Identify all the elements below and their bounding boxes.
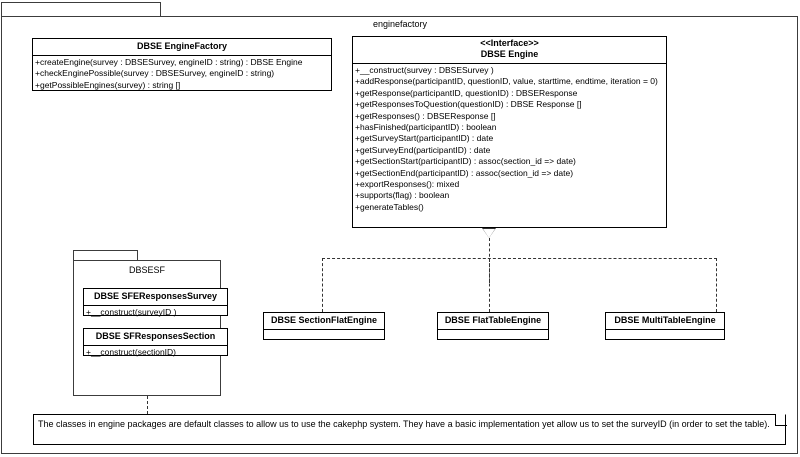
realization-drop-multitable (716, 258, 717, 312)
enginefactory-package-tab (1, 2, 161, 17)
realization-bus (322, 258, 717, 259)
realization-drop-flattable (489, 258, 490, 312)
operation-generatetables: +generateTables() (355, 201, 424, 212)
class-dbse-engine-stereotype: <<Interface>> (480, 38, 539, 48)
class-dbse-sfresponsessection-operations: +__construct(sectionID) (84, 346, 227, 360)
enginefactory-package-label: enginefactory (372, 19, 428, 29)
operation-construct-sectionid: +__construct(sectionID) (86, 347, 176, 357)
operation-exportresponses: +exportResponses(): mixed (355, 179, 460, 190)
operation-getsurveyend: +getSurveyEnd(participantID) : date (355, 144, 491, 155)
operation-createengine: +createEngine(survey : DBSESurvey, engin… (35, 57, 303, 67)
class-dbse-sectionflatengine[interactable]: DBSE SectionFlatEngine (263, 312, 385, 340)
operation-hasfinished: +hasFinished(participantID) : boolean (355, 122, 497, 133)
operation-construct: +__construct(survey : DBSESurvey ) (355, 65, 494, 75)
class-dbse-engine-operations: +__construct(survey : DBSESurvey ) +addR… (353, 64, 666, 215)
class-dbse-multitableengine-name: DBSE MultiTableEngine (606, 313, 724, 330)
note-fold-edge (775, 414, 776, 426)
diagram-note: The classes in engine packages are defau… (33, 414, 786, 445)
class-dbse-flattableengine[interactable]: DBSE FlatTableEngine (437, 312, 549, 340)
class-dbse-enginefactory[interactable]: DBSE EngineFactory +createEngine(survey … (32, 38, 332, 91)
class-dbse-sectionflatengine-name: DBSE SectionFlatEngine (264, 313, 384, 330)
operation-getresponse: +getResponse(participantID, questionID) … (355, 87, 578, 98)
class-dbse-engine-name: <<Interface>> DBSE Engine (353, 37, 666, 64)
note-anchor-line (147, 396, 148, 414)
operation-construct-surveyid: +__construct(surveyID ) (86, 307, 177, 317)
class-dbse-enginefactory-operations: +createEngine(survey : DBSESurvey, engin… (33, 56, 331, 93)
class-dbse-sfresponsessection[interactable]: DBSE SFResponsesSection +__construct(sec… (83, 328, 228, 357)
class-dbse-sectionflatengine-operations (264, 330, 384, 353)
operation-getresponsestoquestion: +getResponsesToQuestion(questionID) : DB… (355, 99, 582, 110)
operation-checkenginepossible: +checkEnginePossible(survey : DBSESurvey… (35, 68, 275, 79)
enginefactory-package-frame (1, 16, 798, 454)
class-dbse-multitableengine-operations (606, 330, 724, 353)
class-dbse-engine-title: DBSE Engine (480, 49, 539, 59)
operation-getsurveystart: +getSurveyStart(participantID) : date (355, 133, 494, 144)
operation-getpossibleengines: +getPossibleEngines(survey) : string [] (35, 79, 181, 90)
operation-getsectionend: +getSectionEnd(participantID) : assoc(se… (355, 167, 574, 178)
dbsesf-package-tab (73, 250, 138, 261)
class-dbse-enginefactory-name: DBSE EngineFactory (33, 39, 331, 56)
class-dbse-engine[interactable]: <<Interface>> DBSE Engine +__construct(s… (352, 36, 667, 228)
class-dbse-sferesponsessurvey[interactable]: DBSE SFEResponsesSurvey +__construct(sur… (83, 288, 228, 317)
generalization-triangle-fill (483, 229, 495, 238)
operation-addresponse: +addResponse(participantID, questionID, … (355, 76, 658, 87)
dbsesf-package-label: DBSESF (128, 265, 165, 275)
class-dbse-flattableengine-operations (438, 330, 548, 353)
diagram-note-text: The classes in engine packages are defau… (38, 419, 770, 429)
class-dbse-sfresponsessection-name: DBSE SFResponsesSection (84, 329, 227, 346)
class-dbse-multitableengine[interactable]: DBSE MultiTableEngine (605, 312, 725, 340)
operation-supports: +supports(flag) : boolean (355, 190, 450, 201)
operation-getsectionstart: +getSectionStart(participantID) : assoc(… (355, 156, 576, 167)
class-dbse-sferesponsessurvey-operations: +__construct(surveyID ) (84, 306, 227, 320)
class-dbse-flattableengine-name: DBSE FlatTableEngine (438, 313, 548, 330)
class-dbse-sferesponsessurvey-name: DBSE SFEResponsesSurvey (84, 289, 227, 306)
note-fold-diagonal (775, 425, 787, 426)
note-fold-corner (775, 414, 786, 425)
realization-drop-sectionflat (322, 258, 323, 312)
operation-getresponses: +getResponses() : DBSEResponse [] (355, 110, 496, 121)
